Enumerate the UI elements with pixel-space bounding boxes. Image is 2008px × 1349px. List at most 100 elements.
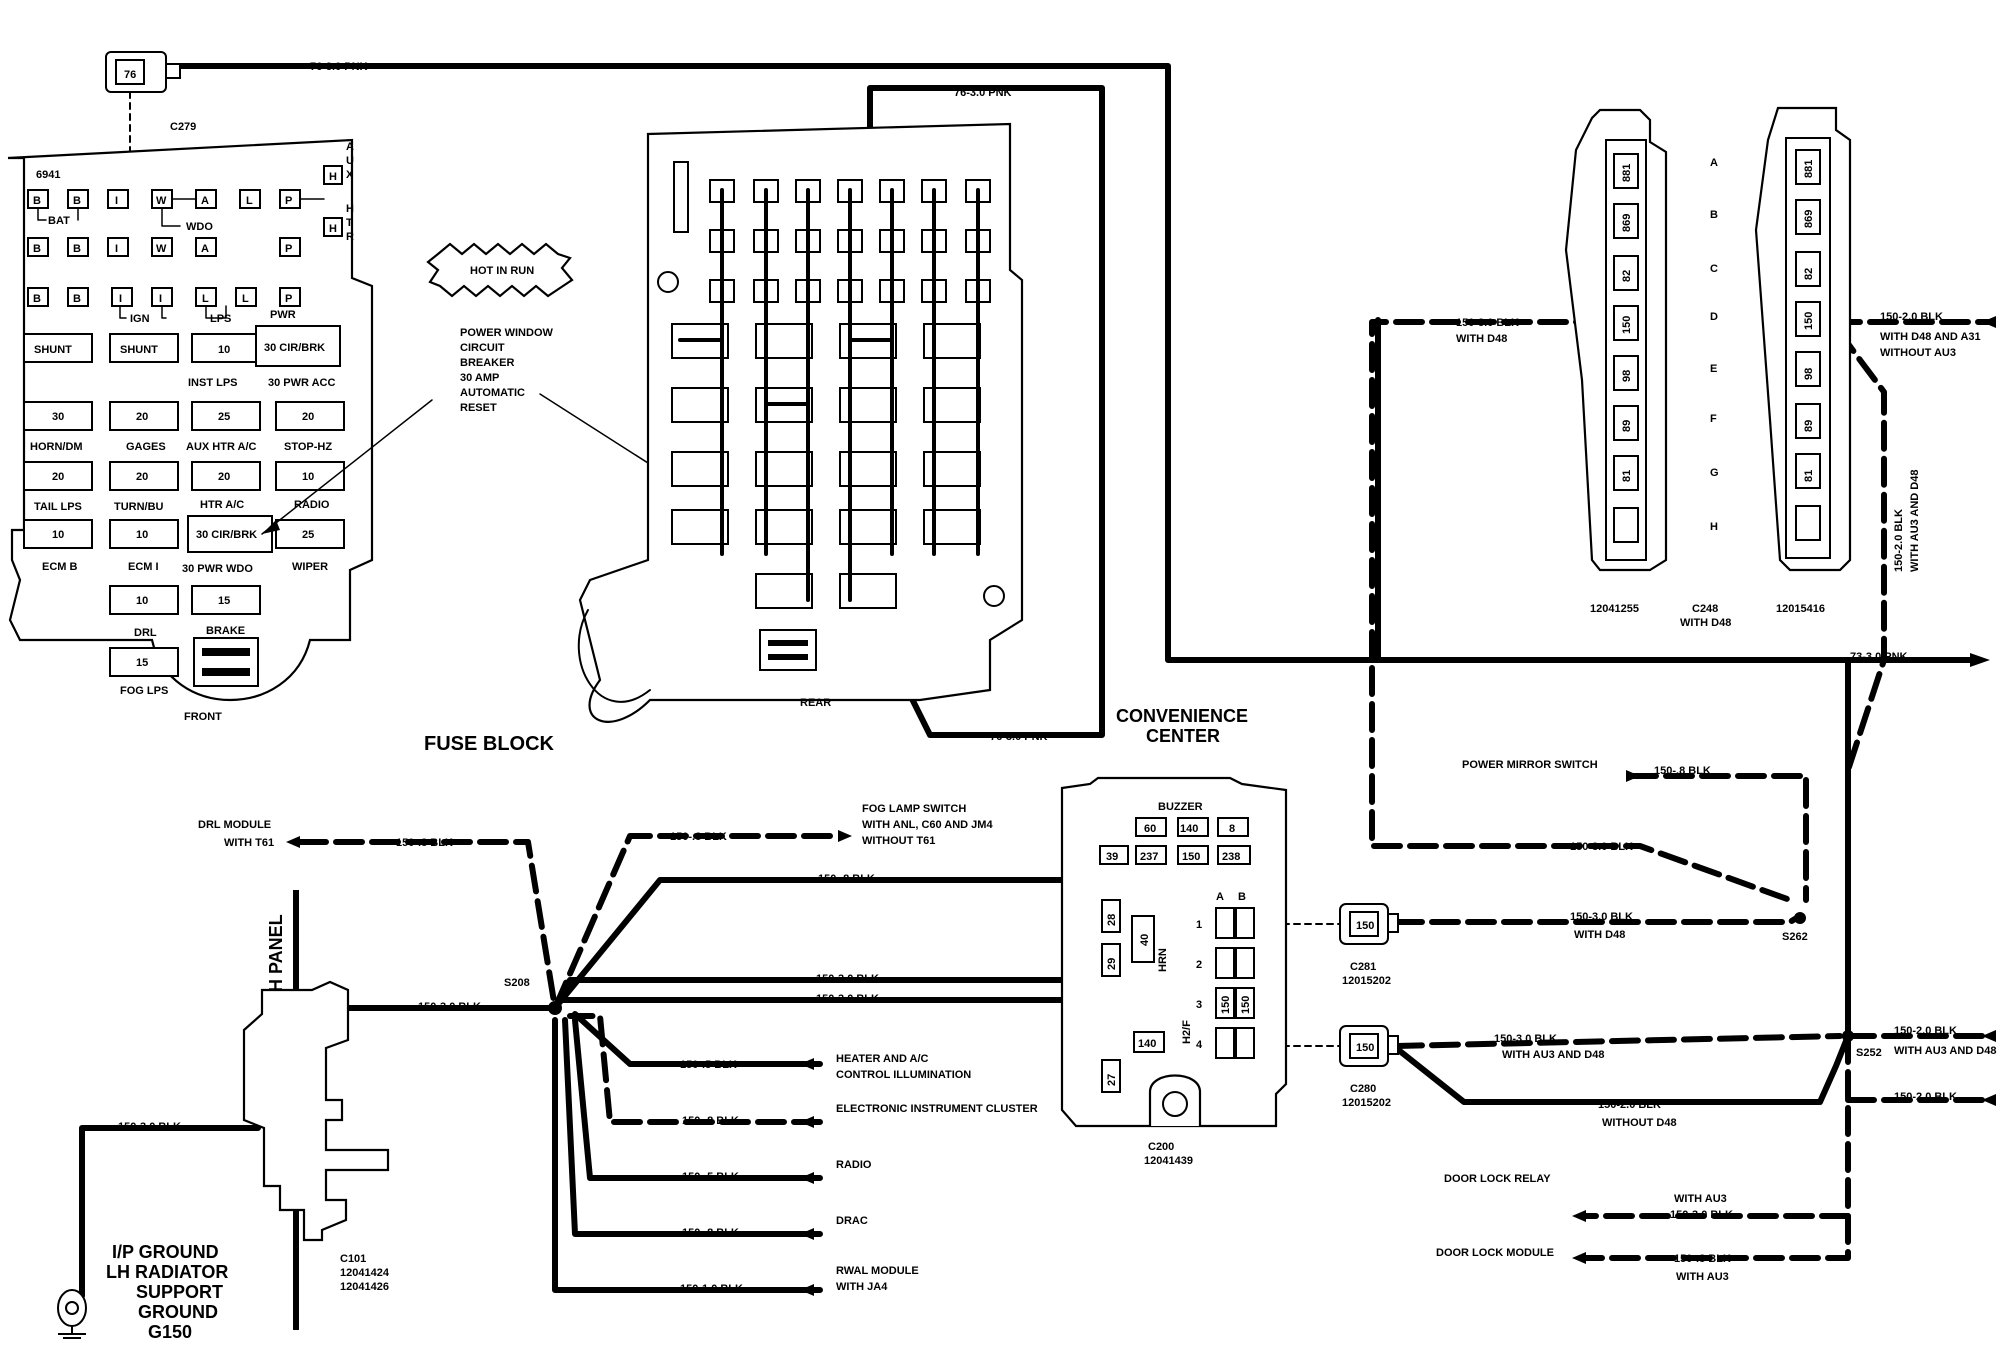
svg-text:98: 98 xyxy=(1803,368,1815,380)
fog-dest-3: WITHOUT T61 xyxy=(862,835,935,847)
svg-text:1: 1 xyxy=(1196,919,1202,931)
radio-dest: RADIO xyxy=(836,1159,872,1171)
htr-h-cell xyxy=(323,217,343,237)
wire-76-pnk-top xyxy=(177,63,1983,663)
arrow-fog xyxy=(838,830,852,842)
svg-text:82: 82 xyxy=(1803,268,1815,280)
svg-text:150: 150 xyxy=(1621,316,1633,334)
svg-text:237: 237 xyxy=(1140,851,1158,863)
svg-text:10: 10 xyxy=(302,471,314,483)
svg-text:B: B xyxy=(33,195,41,207)
svg-text:G: G xyxy=(1710,467,1719,479)
svg-text:B: B xyxy=(73,293,81,305)
svg-text:29: 29 xyxy=(1106,958,1118,970)
wire-drl xyxy=(297,839,558,1011)
fuse-cells xyxy=(23,325,345,687)
svg-text:28: 28 xyxy=(1106,914,1118,926)
svg-text:15: 15 xyxy=(218,595,230,607)
wire-ground xyxy=(79,1125,261,1299)
c248-left-pn: 12041255 xyxy=(1590,603,1639,615)
wire-label-pnk-block-top: 76-3.0 PNK xyxy=(954,87,1012,99)
svg-text:WITH D48: WITH D48 xyxy=(1456,333,1507,345)
fuse-name-horn: HORN/DM xyxy=(30,441,83,453)
arrow-rwal xyxy=(800,1284,814,1296)
connector-c279 xyxy=(105,51,181,93)
svg-text:140: 140 xyxy=(1180,823,1198,835)
svg-text:25: 25 xyxy=(218,411,230,423)
svg-text:30 CIR/BRK: 30 CIR/BRK xyxy=(196,529,257,541)
svg-text:WITHOUT AU3: WITHOUT AU3 xyxy=(1880,347,1956,359)
door-relay-dest: DOOR LOCK RELAY xyxy=(1444,1173,1551,1185)
wire-label-to-cc-1: 150-.8 BLK xyxy=(818,873,875,885)
svg-text:L: L xyxy=(202,293,209,305)
wire-label-c280-1: 150-3.0 BLK xyxy=(1494,1033,1557,1045)
wire-to-cc-1 xyxy=(552,877,1068,1011)
power-window-leader xyxy=(261,399,433,535)
svg-text:WITH AU3 AND D48: WITH AU3 AND D48 xyxy=(1894,1045,1996,1057)
svg-text:20: 20 xyxy=(218,471,230,483)
fuse-name-htr-ac: HTR A/C xyxy=(200,499,244,511)
wire-label-loop: 150-3.0 BLK xyxy=(1570,841,1633,853)
arrow-mirror xyxy=(1626,770,1640,782)
wire-heater xyxy=(572,1011,823,1067)
svg-text:81: 81 xyxy=(1621,470,1633,482)
svg-text:I: I xyxy=(119,293,122,305)
wire-rwal xyxy=(552,1017,823,1293)
wire-label-drl: 150-.8 BLK xyxy=(396,837,453,849)
fuse-name-gages: GAGES xyxy=(126,441,166,453)
fuse-block-title: FUSE BLOCK xyxy=(424,733,555,755)
wire-label-eic: 150-.8 BLK xyxy=(682,1115,739,1127)
svg-text:BREAKER: BREAKER xyxy=(460,357,514,369)
ground-label-2: LH RADIATOR xyxy=(106,1262,228,1282)
wire-label-c280-2: 150-2.0 BLK xyxy=(1598,1099,1661,1111)
svg-text:HRN: HRN xyxy=(1157,948,1169,972)
svg-text:P: P xyxy=(285,195,292,207)
fuse-name-brake: BRAKE xyxy=(206,625,245,637)
svg-text:40: 40 xyxy=(1139,934,1151,946)
wire-s252-up xyxy=(1577,1033,1851,1261)
svg-text:WITH AU3: WITH AU3 xyxy=(1676,1271,1729,1283)
svg-text:C: C xyxy=(1710,263,1718,275)
wire-drac xyxy=(562,1017,823,1237)
door-module-dest: DOOR LOCK MODULE xyxy=(1436,1247,1554,1259)
door-relay-wire: 150-3.0 BLK xyxy=(1670,1209,1733,1221)
svg-text:CIRCUIT: CIRCUIT xyxy=(460,342,505,354)
wire-fog xyxy=(552,833,833,1011)
cc-buzzer-label: BUZZER xyxy=(1158,801,1203,813)
svg-text:27: 27 xyxy=(1106,1074,1118,1086)
svg-text:89: 89 xyxy=(1803,420,1815,432)
hot-in-run-label: HOT IN RUN xyxy=(470,265,534,277)
svg-text:150: 150 xyxy=(1240,996,1252,1014)
splice-s252 xyxy=(1842,1030,1854,1042)
wire-c280-1 xyxy=(1393,1033,1843,1049)
svg-text:WITH AU3 AND D48: WITH AU3 AND D48 xyxy=(1502,1049,1604,1061)
svg-text:B: B xyxy=(33,243,41,255)
c248-left-cavities xyxy=(1613,153,1639,543)
svg-text:P: P xyxy=(285,243,292,255)
eic-dest: ELECTRONIC INSTRUMENT CLUSTER xyxy=(836,1103,1038,1115)
drl-dest-1: DRL MODULE xyxy=(198,819,271,831)
fog-dest-2: WITH ANL, C60 AND JM4 xyxy=(862,819,993,831)
svg-text:A: A xyxy=(201,195,209,207)
fuse-name-tail-lps: TAIL LPS xyxy=(34,501,82,513)
svg-text:WITH D48: WITH D48 xyxy=(1574,929,1625,941)
svg-text:30 AMP: 30 AMP xyxy=(460,372,499,384)
c101-connector xyxy=(242,980,390,1242)
wire-label-ground: 150-3.0 BLK xyxy=(118,1121,181,1133)
svg-text:I: I xyxy=(159,293,162,305)
drac-dest: DRAC xyxy=(836,1215,868,1227)
svg-text:A: A xyxy=(1710,157,1718,169)
s252-label: S252 xyxy=(1856,1047,1882,1059)
arrow-s252-right-2 xyxy=(1982,1094,1996,1106)
ground-label-5: G150 xyxy=(148,1322,192,1342)
svg-text:15: 15 xyxy=(136,657,148,669)
wire-label-to-cc-3: 150-3.0 BLK xyxy=(816,993,879,1005)
arrow-eic xyxy=(800,1116,814,1128)
fuse-name-drl: DRL xyxy=(134,627,157,639)
mirror-wire: 150-.8 BLK xyxy=(1654,765,1711,777)
svg-text:I: I xyxy=(115,195,118,207)
c248-sub: WITH D48 xyxy=(1680,617,1731,629)
svg-text:B: B xyxy=(33,293,41,305)
svg-text:20: 20 xyxy=(136,411,148,423)
svg-text:89: 89 xyxy=(1621,420,1633,432)
